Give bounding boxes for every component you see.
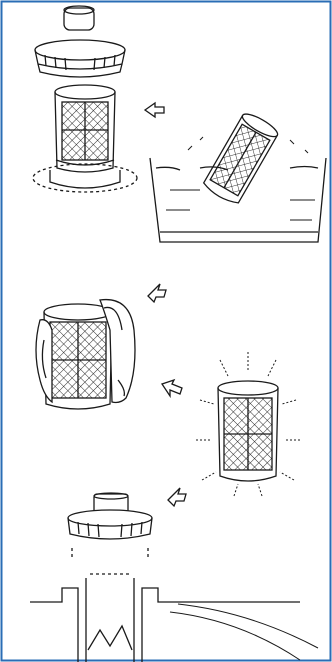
filter-housing-icon bbox=[30, 493, 318, 662]
arrow-icon bbox=[148, 284, 166, 302]
arrow-icon bbox=[162, 380, 182, 396]
clean-filter-icon bbox=[196, 352, 300, 496]
soaking-basin-icon bbox=[150, 110, 326, 242]
filter-cap-icon bbox=[35, 6, 125, 77]
arrow-icon bbox=[145, 103, 164, 117]
arrow-icon bbox=[168, 488, 186, 506]
cloth-wipe-icon bbox=[36, 300, 135, 409]
filter-on-base-icon bbox=[33, 85, 137, 192]
